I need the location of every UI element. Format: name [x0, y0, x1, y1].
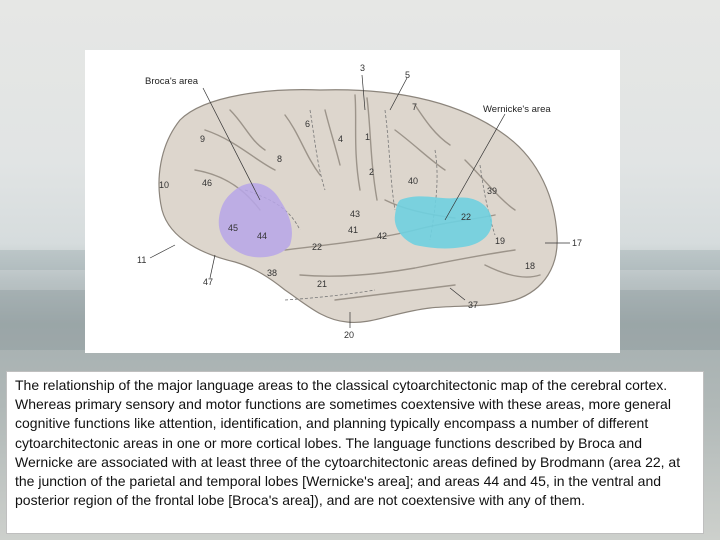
- figure-caption: The relationship of the major language a…: [15, 377, 681, 509]
- caption-box: The relationship of the major language a…: [6, 371, 704, 534]
- brodmann-42: 42: [377, 231, 387, 241]
- brodmann-47: 47: [203, 277, 213, 287]
- brodmann-19: 19: [495, 236, 505, 246]
- brodmann-20: 20: [344, 330, 354, 340]
- brodmann-11: 11: [137, 255, 146, 265]
- broca-area-label: Broca's area: [145, 76, 199, 87]
- brodmann-39: 39: [487, 186, 497, 196]
- brodmann-41: 41: [348, 225, 358, 235]
- brodmann-43: 43: [350, 209, 360, 219]
- brodmann-10: 10: [159, 180, 169, 190]
- brodmann-45: 45: [228, 223, 238, 233]
- leader-lines: [149, 74, 570, 328]
- brodmann-5: 5: [405, 70, 410, 80]
- brodmann-6: 6: [305, 119, 310, 129]
- brodmann-1: 1: [365, 132, 370, 142]
- brodmann-7: 7: [412, 102, 417, 112]
- brodmann-22-temporal: 22: [312, 242, 322, 252]
- brodmann-3: 3: [360, 63, 365, 73]
- brodmann-46: 46: [202, 178, 212, 188]
- brain-diagram: Broca's area Wernicke's area 3 5 7 6 4 1…: [137, 63, 582, 340]
- cerebral-cortex: [158, 89, 558, 324]
- brodmann-21: 21: [317, 279, 327, 289]
- brain-figure: Broca's area Wernicke's area 3 5 7 6 4 1…: [85, 50, 620, 353]
- broca-region: [218, 183, 292, 258]
- brodmann-8: 8: [277, 154, 282, 164]
- brodmann-38: 38: [267, 268, 277, 278]
- brodmann-9: 9: [200, 134, 205, 144]
- wernicke-region: [394, 196, 493, 249]
- brodmann-37: 37: [468, 300, 478, 310]
- brodmann-22-wernicke: 22: [461, 212, 471, 222]
- brodmann-17: 17: [572, 238, 582, 248]
- brodmann-4: 4: [338, 134, 343, 144]
- brodmann-40: 40: [408, 176, 418, 186]
- brodmann-2: 2: [369, 167, 374, 177]
- wernicke-area-label: Wernicke's area: [483, 104, 551, 115]
- brodmann-44: 44: [257, 231, 267, 241]
- brodmann-18: 18: [525, 261, 535, 271]
